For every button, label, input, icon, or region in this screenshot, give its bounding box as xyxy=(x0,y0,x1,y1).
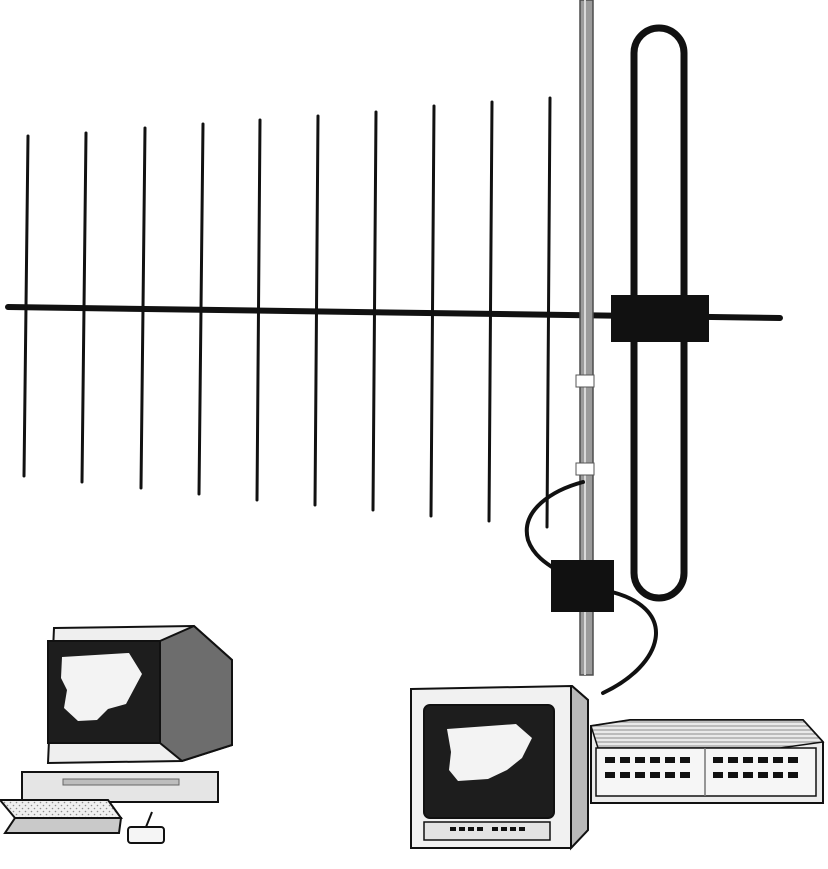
mast-clamp-2 xyxy=(575,462,595,476)
video-monitor-screen-shape xyxy=(447,724,532,781)
video-monitor-control-strip xyxy=(423,821,551,841)
lower-cable xyxy=(601,590,658,695)
receiver-rack-buttons xyxy=(605,757,798,778)
computer-drive-slot xyxy=(62,778,180,786)
yagi-element-4 xyxy=(197,122,205,496)
yagi-element-8 xyxy=(429,104,436,518)
yagi-element-5 xyxy=(255,118,262,502)
computer-keyboard-front xyxy=(3,817,123,834)
computer-mouse xyxy=(127,826,165,844)
yagi-element-9 xyxy=(487,100,494,523)
folded-dipole-icon xyxy=(611,24,709,602)
yagi-element-3 xyxy=(139,126,147,490)
desktop-computer-icon xyxy=(0,624,233,844)
splitter-box xyxy=(551,560,614,612)
video-monitor-side xyxy=(570,685,589,851)
computer-base xyxy=(21,771,219,803)
mast-clamp-1 xyxy=(575,374,595,388)
receiver-rack-top xyxy=(590,719,825,749)
yagi-element-7 xyxy=(371,110,378,512)
mast-pole xyxy=(579,0,594,676)
yagi-element-6 xyxy=(313,114,320,507)
yagi-antenna-icon xyxy=(5,96,783,529)
yagi-element-1 xyxy=(22,134,30,478)
computer-keyboard-top xyxy=(0,799,123,819)
yagi-element-10 xyxy=(545,96,552,529)
computer-monitor-side xyxy=(159,624,233,763)
video-monitor-icon xyxy=(410,684,589,851)
video-monitor-controls xyxy=(450,827,525,831)
computer-mouse-cable xyxy=(145,811,153,828)
computer-screen-shape xyxy=(61,653,142,721)
splitter-box-icon xyxy=(551,560,614,612)
dipole-mount-block xyxy=(611,295,709,342)
yagi-element-2 xyxy=(80,131,88,484)
receiver-rack-icon xyxy=(590,719,825,804)
